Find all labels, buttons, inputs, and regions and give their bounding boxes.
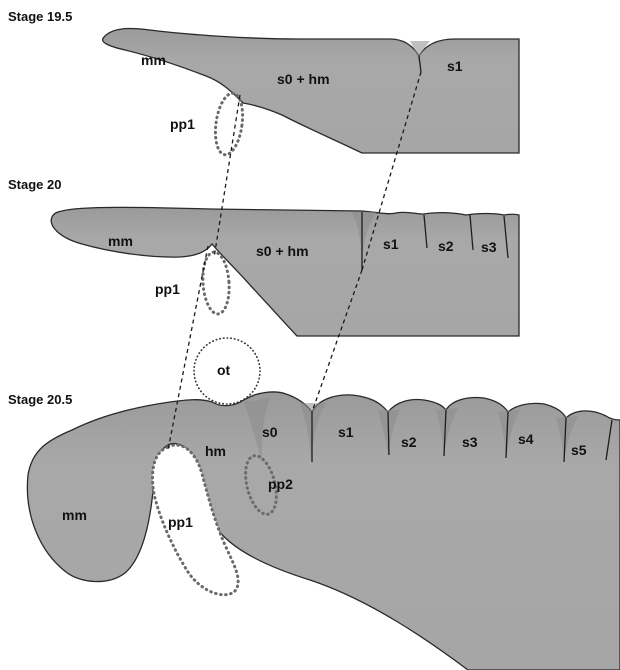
mm-label: mm — [62, 507, 87, 523]
pp2-label: pp2 — [268, 476, 293, 492]
stage-title: Stage 20 — [8, 177, 61, 192]
s3-label: s3 — [462, 434, 478, 450]
s1-label: s1 — [338, 424, 354, 440]
ot-label: ot — [217, 362, 231, 378]
s5-label: s5 — [571, 442, 587, 458]
hm-label: hm — [205, 443, 226, 459]
mm-label: mm — [108, 233, 133, 249]
s1-label: s1 — [383, 236, 399, 252]
pp1-outline — [212, 91, 246, 156]
pp1-label: pp1 — [168, 514, 193, 530]
mm-label: mm — [141, 52, 166, 68]
stage-19-5: Stage 19.5 mm s0 + hm s1 pp1 — [8, 9, 519, 157]
stage-20: Stage 20 mm s0 + hm s1 s2 s3 pp1 — [8, 177, 519, 336]
s2-label: s2 — [438, 238, 454, 254]
mesoderm-tissue — [51, 207, 519, 336]
stage-20-5: Stage 20.5 ot hm s0 s1 s2 s3 s4 s5 mm pp… — [8, 338, 620, 670]
pp1-label: pp1 — [170, 116, 195, 132]
s0-label: s0 — [262, 424, 278, 440]
s2-label: s2 — [401, 434, 417, 450]
s0-hm-label: s0 + hm — [256, 243, 309, 259]
s3-label: s3 — [481, 239, 497, 255]
stage-title: Stage 20.5 — [8, 392, 72, 407]
s1-label: s1 — [447, 58, 463, 74]
s4-label: s4 — [518, 431, 534, 447]
stage-title: Stage 19.5 — [8, 9, 72, 24]
mesoderm-tissue — [103, 28, 519, 153]
pp1-label: pp1 — [155, 281, 180, 297]
s0-hm-label: s0 + hm — [277, 71, 330, 87]
